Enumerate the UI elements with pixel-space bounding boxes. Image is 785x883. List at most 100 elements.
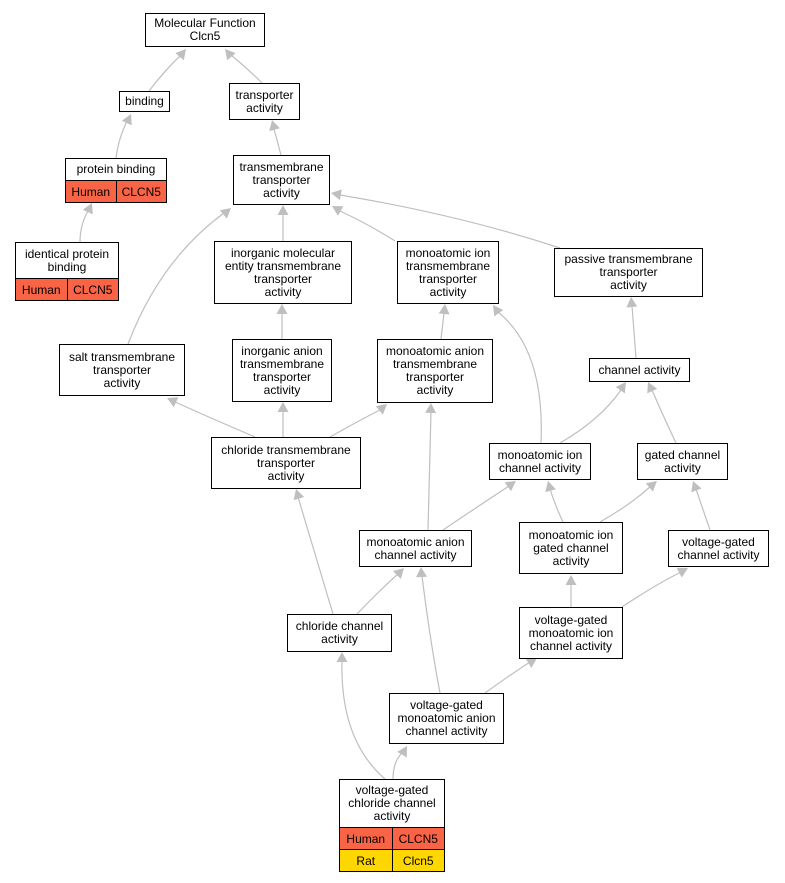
arrowhead	[332, 206, 344, 216]
node-label-line: channel activity	[677, 547, 760, 562]
node-label-line: chloride transmembrane	[221, 442, 351, 457]
node-label-line: transporter	[418, 271, 478, 286]
node-label-line: entity transmembrane	[224, 258, 342, 273]
node-label-line: transmembrane	[405, 258, 491, 273]
edge-voltage-gated-channel-to-gated-channel	[691, 481, 711, 531]
gene-cell: Clcn5	[391, 850, 444, 871]
species-cell: Human	[340, 828, 392, 849]
node-label-line: binding	[47, 259, 87, 274]
arrowhead	[393, 568, 404, 579]
arrowhead	[269, 120, 280, 132]
arrowhead	[438, 304, 450, 315]
arrowhead	[565, 575, 577, 585]
node-label-line: transporter	[599, 265, 658, 279]
channel-activity-node[interactable]: channel activity	[589, 358, 690, 382]
node-label-line: monoatomic ion	[528, 625, 614, 640]
node-label-line: chloride channel	[295, 619, 384, 633]
edge-identical-protein-binding-to-protein-binding	[79, 203, 93, 243]
node-label-line: Molecular Function	[154, 16, 256, 30]
node-label-line: activity	[429, 284, 467, 299]
edge-gated-channel-to-channel-activity	[647, 382, 677, 444]
node-label-line: activity	[321, 632, 358, 646]
node-label: protein binding	[66, 159, 166, 180]
arrowhead	[175, 49, 186, 61]
node-label-line: channel activity	[529, 638, 613, 653]
edge-channel-activity-to-passive-transmembrane	[626, 297, 638, 359]
node-label-line: transporter	[405, 370, 465, 384]
edge-monoatomic-ion-transmembrane-to-transmembrane-transporter	[332, 206, 396, 242]
arrowhead	[397, 746, 407, 758]
node-label-line: inorganic molecular	[230, 245, 336, 260]
edge-monoatomic-anion-channel-to-monoatomic-ion-channel	[442, 481, 516, 531]
node-label-line: monoatomic ion	[405, 245, 491, 260]
arrowhead	[277, 205, 289, 215]
arrowhead	[425, 403, 437, 414]
arrowhead	[293, 489, 305, 501]
edge-chloride-transmembrane-to-inorganic-anion-transmembrane	[277, 402, 289, 437]
gene-cell: CLCN5	[115, 181, 166, 202]
arrowhead	[167, 397, 179, 408]
node-label-line: salt transmembrane	[68, 349, 176, 364]
species-cell: Human	[66, 181, 116, 202]
species-cell: Rat	[340, 850, 392, 871]
gene-cell: CLCN5	[391, 828, 444, 849]
arrowhead	[525, 658, 537, 668]
binding-node[interactable]: binding	[119, 91, 170, 112]
arrowhead	[219, 208, 231, 219]
node-label-line: inorganic anion	[241, 343, 323, 358]
edge-monoatomic-ion-gated-channel-to-monoatomic-ion-channel	[545, 481, 564, 523]
arrowhead	[336, 652, 348, 662]
node-label-line: activity	[264, 284, 302, 299]
node-label-line: channel activity	[598, 362, 681, 377]
edge-chloride-transmembrane-to-monoatomic-anion-transmembrane	[329, 404, 387, 438]
node-label-line: activity	[552, 553, 590, 568]
edge-transmembrane-transporter-to-transporter-activity	[269, 120, 282, 156]
node-label-line: voltage-gated	[682, 534, 755, 549]
node-label-line: activity	[263, 382, 301, 397]
edge-transporter-activity-to-molecular-function	[225, 49, 263, 84]
node-label-line: voltage-gated	[355, 783, 429, 797]
arrowhead	[645, 481, 657, 492]
node-label-line: transporter	[92, 362, 152, 377]
edge-monoatomic-ion-channel-to-monoatomic-ion-transmembrane	[493, 305, 542, 444]
arrowhead	[626, 297, 638, 308]
arrowhead	[331, 189, 342, 201]
